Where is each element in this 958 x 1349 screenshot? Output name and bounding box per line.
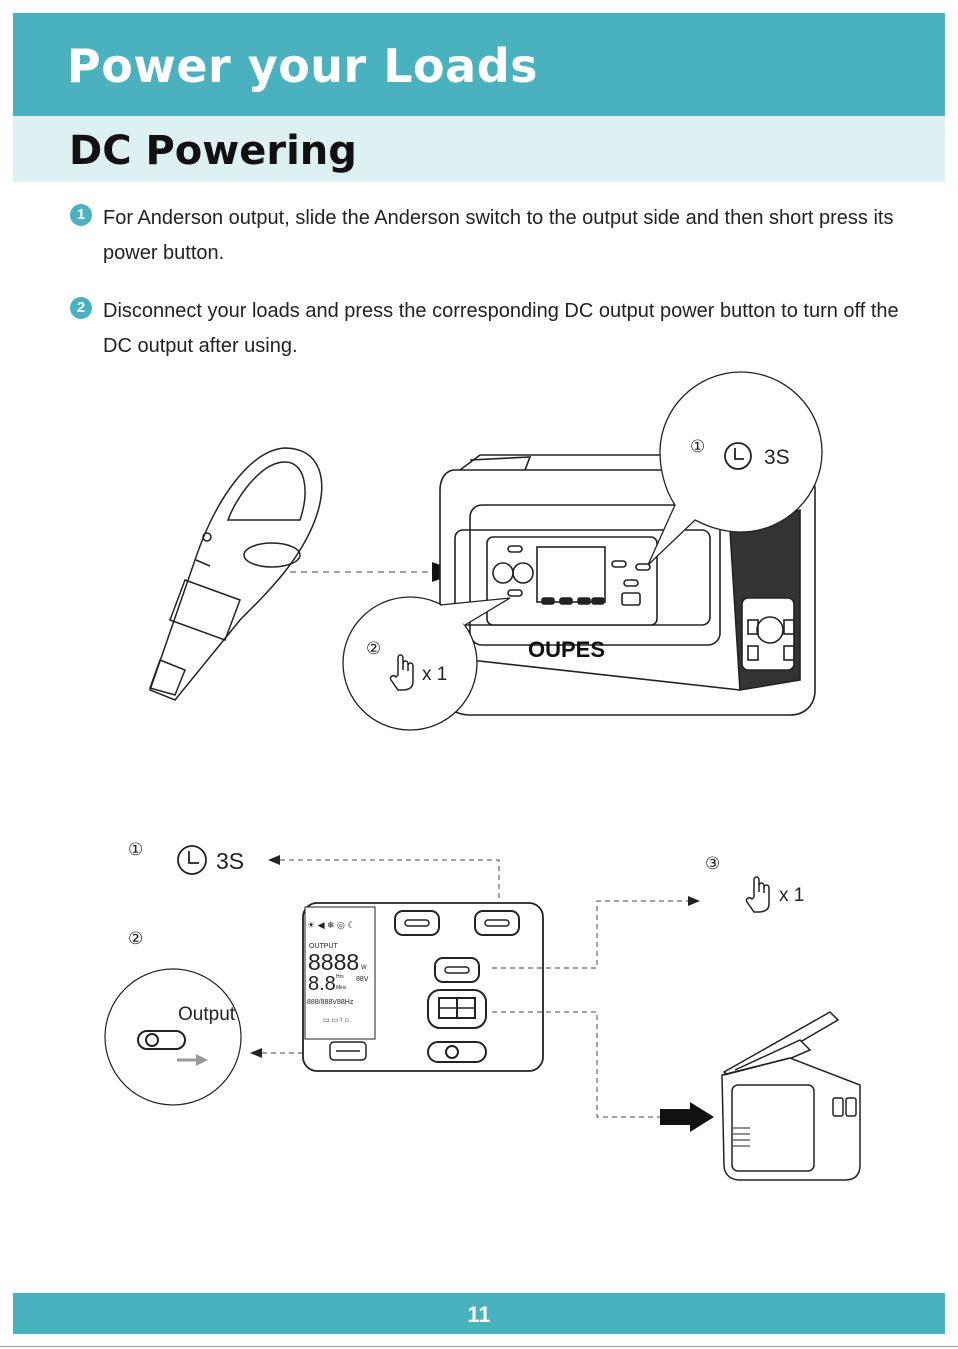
step-marker-1: ① — [128, 840, 143, 859]
step-marker-3: ③ — [705, 854, 720, 873]
section-title: DC Powering — [69, 128, 357, 174]
svg-text:▭ ▭ ♮ ⌂: ▭ ▭ ♮ ⌂ — [323, 1016, 349, 1024]
lcd-volt: 88V — [356, 976, 369, 983]
callout-press-once: ② x 1 — [342, 596, 511, 731]
lcd-screen — [304, 906, 376, 1040]
hold-time: 3S — [216, 848, 244, 874]
step-text: Disconnect your loads and press the corr… — [103, 300, 899, 357]
arrow-right-icon — [196, 1054, 208, 1066]
svg-text:☀ ◀ ❄ ◎ ☾: ☀ ◀ ❄ ◎ ☾ — [307, 920, 355, 930]
lcd-digits: 8888 — [308, 949, 359, 975]
portable-fridge-illustration — [721, 1011, 861, 1181]
press-count: x 1 — [422, 664, 447, 685]
power-station-illustration — [439, 454, 816, 716]
step-marker-2: ② — [128, 929, 143, 948]
hold-time: 3S — [764, 446, 790, 469]
switch-output-label: Output — [178, 1004, 236, 1025]
step-number-badge: 1 — [70, 204, 92, 226]
clock-icon — [724, 442, 752, 470]
step-text: For Anderson output, slide the Anderson … — [103, 207, 894, 264]
hand-press-icon — [389, 654, 414, 691]
press-count: x 1 — [779, 885, 804, 906]
arrow-right-icon — [660, 1102, 714, 1132]
top-illustration: OUPES ① 3S ② x 1 — [149, 371, 823, 731]
lcd-small-digits: 8.8 — [308, 973, 336, 995]
lcd-unit: W — [361, 965, 367, 971]
callout-number: ① — [690, 437, 705, 456]
lcd-mins: Mins — [336, 985, 347, 991]
bottom-illustration: ① 3S ② Output ☀ ◀ ❄ ◎ ☾ OUTPUT 8888 W 8.… — [104, 840, 861, 1181]
page-footer: 11 — [13, 1293, 945, 1334]
control-panel: ☀ ◀ ❄ ◎ ☾ OUTPUT 8888 W 8.8 Hrs Mins 88V… — [302, 902, 544, 1072]
bottom-divider — [0, 1346, 958, 1347]
lcd-hrs: Hrs — [336, 974, 344, 980]
step-number-badge: 2 — [70, 297, 92, 319]
page-header: Power your Loads — [13, 13, 945, 116]
brand-logo: OUPES — [528, 637, 605, 662]
callout-number: ② — [366, 639, 381, 658]
section-header: DC Powering — [13, 116, 945, 182]
page-number: 11 — [467, 1302, 491, 1327]
page-title: Power your Loads — [67, 39, 539, 93]
lcd-output-label: OUTPUT — [309, 943, 339, 950]
hand-press-icon — [745, 876, 770, 913]
callout-hold-3s: ① 3S — [647, 371, 823, 566]
clock-icon — [177, 845, 207, 875]
handheld-vacuum-illustration — [149, 447, 323, 701]
lcd-row: 888/888V88Hz — [307, 999, 354, 1006]
